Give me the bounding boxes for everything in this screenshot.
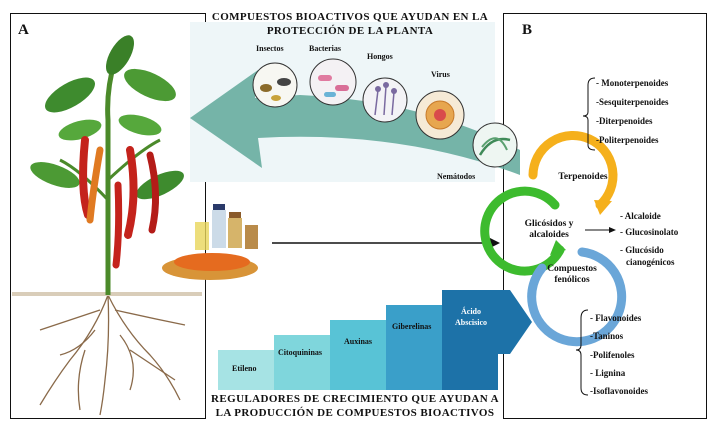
- bottom-title-line1: REGULADORES DE CRECIMIENTO QUE AYUDAN A: [211, 393, 499, 405]
- phenolics-label: Compuestos fenólicos: [533, 264, 611, 286]
- spice-vials-icon: [162, 204, 258, 280]
- terpenoids-label: Terpenoides: [558, 172, 608, 182]
- alkaloid-item: - Alcaloide: [620, 211, 661, 221]
- roots-icon: [39, 294, 186, 416]
- phenolic-item: -Polifenoles: [590, 350, 635, 360]
- pathogen-bacteria: Bacterias: [309, 44, 341, 53]
- fungi-icon: [362, 77, 408, 123]
- bottom-title: REGULADORES DE CRECIMIENTO QUE AYUDAN A …: [210, 392, 500, 420]
- alkaloids-arrowhead: [550, 240, 566, 255]
- terpenoid-item: -Sesquiterpenoides: [596, 97, 669, 107]
- panel-a-label: A: [18, 22, 29, 38]
- pathogen-nematodes: Nemátodos: [437, 172, 476, 181]
- regulator-abscisic-1: Ácido: [461, 307, 481, 316]
- top-title-line1: COMPUESTOS BIOACTIVOS QUE AYUDAN EN LA: [211, 11, 489, 23]
- terpenoids-arrowhead: [594, 200, 612, 215]
- phenolics-ring: [527, 247, 627, 347]
- virus-icon: [415, 90, 465, 140]
- phenolic-item: -Taninos: [590, 331, 624, 341]
- phenolic-item: - Lignina: [590, 368, 626, 378]
- alkaloids-connector-head: [609, 227, 616, 233]
- alkaloid-item: - Glucosinolato: [620, 227, 679, 237]
- panel-b-label: B: [522, 22, 533, 38]
- top-title: COMPUESTOS BIOACTIVOS QUE AYUDAN EN LA P…: [195, 10, 505, 38]
- terpenoid-item: - Monoterpenoides: [596, 78, 669, 88]
- regulator-auxins: Auxinas: [344, 337, 373, 346]
- phenolic-item: -Isoflavonoides: [590, 386, 649, 396]
- regulator-gibberellins: Giberelinas: [392, 322, 432, 331]
- pathogen-insects: Insectos: [256, 44, 284, 53]
- protection-arrow: [190, 70, 520, 175]
- alkaloids-label-line1: Glicósidos y: [524, 219, 574, 229]
- alkaloids-label: Glicósidos y alcaloides: [513, 219, 585, 241]
- regulator-abscisic-2: Abscisico: [455, 318, 487, 327]
- terpenoids-brace: [582, 77, 596, 151]
- phenolics-brace: [575, 309, 589, 396]
- regulator-cytokinins: Citoquininas: [278, 348, 323, 357]
- regulator-ethylene: Etileno: [232, 364, 257, 373]
- alkaloid-item: - Glucósido: [620, 245, 664, 255]
- nematodes-icon: [472, 122, 518, 168]
- terpenoid-item: -Politerpenoides: [596, 135, 659, 145]
- phenolics-label-line2: fenólicos: [554, 275, 590, 285]
- bacteria-icon: [309, 58, 357, 106]
- phenolic-item: - Flavonoides: [590, 313, 642, 323]
- top-title-line2: PROTECCIÓN DE LA PLANTA: [266, 25, 434, 37]
- bottom-title-line2: LA PRODUCCIÓN DE COMPUESTOS BIOACTIVOS: [215, 407, 495, 419]
- panel-b: [503, 13, 707, 419]
- pathogen-virus: Virus: [431, 70, 450, 79]
- regulators-staircase: [218, 290, 532, 390]
- pathogen-fungi: Hongos: [367, 52, 393, 61]
- terpenoid-item: -Diterpenoides: [596, 116, 653, 126]
- terpenoids-ring: [528, 131, 618, 210]
- phenolics-label-line1: Compuestos: [547, 264, 597, 274]
- link-arrow: [272, 238, 500, 248]
- insects-icon: [252, 62, 298, 108]
- pepper-plant-icon: [30, 35, 184, 295]
- alkaloids-label-line2: alcaloides: [529, 230, 569, 240]
- alkaloid-item: cianogénicos: [626, 257, 675, 267]
